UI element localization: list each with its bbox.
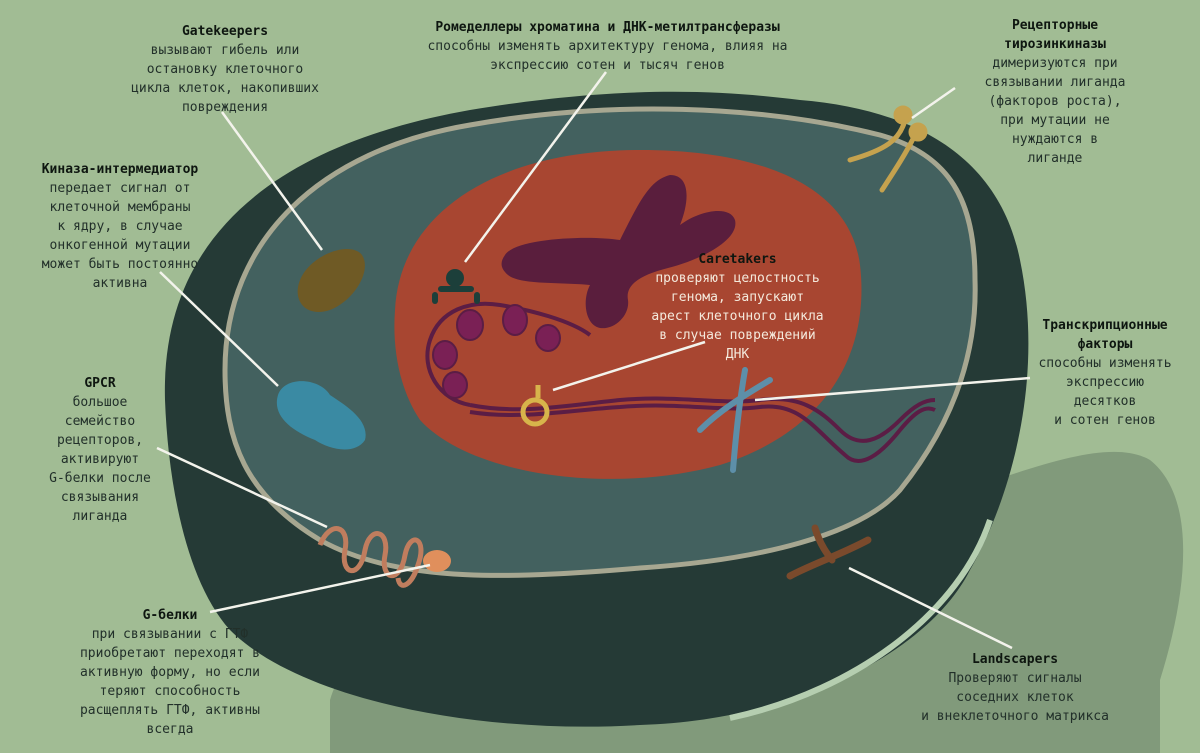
label-rtk: Рецепторные тирозинкиназы димеризуются п…	[945, 16, 1165, 168]
gpcr-receptor-icon	[317, 526, 424, 588]
kinase-intermediator-icon	[276, 381, 366, 450]
label-remodelers-title: Ромеделлеры хроматина и ДНК-метилтрансфе…	[435, 20, 780, 35]
label-tf-text: способны изменять экспрессию десятков и …	[1038, 356, 1172, 428]
label-gproteins-title: G-белки	[142, 608, 198, 623]
label-gatekeepers: Gatekeepers вызывают гибель или остановк…	[95, 22, 355, 117]
label-gproteins-text: при связывании с ГТФ приобретают переход…	[79, 627, 260, 737]
caretaker-protein-icon	[520, 385, 550, 427]
label-caretakers-text: проверяют целостность генома, запускают …	[651, 271, 824, 362]
landscaper-protein-icon	[786, 524, 872, 580]
label-kinase-title: Киназа-интермедиатор	[41, 162, 199, 177]
label-transcription-factors: Транскрипционные факторы способны изменя…	[1015, 316, 1195, 430]
label-landscapers-text: Проверяют сигналы соседних клеток и внек…	[921, 671, 1109, 724]
label-gatekeepers-text: вызывают гибель или остановку клеточного…	[131, 43, 319, 115]
cell-membrane-rim	[729, 519, 993, 721]
chromatin-remodeler-icon	[432, 269, 480, 304]
gatekeeper-protein-icon	[297, 249, 365, 312]
label-gatekeepers-title: Gatekeepers	[181, 24, 269, 39]
label-remodelers-text: способны изменять архитектуру генома, вл…	[427, 39, 788, 73]
label-kinase-text: передает сигнал от клеточной мембраны к …	[41, 181, 199, 291]
label-gpcr-title: GPCR	[84, 376, 116, 391]
label-gpcr: GPCR большое семейство рецепторов, актив…	[20, 374, 180, 526]
label-tf-title: Транскрипционные факторы	[1042, 318, 1168, 352]
label-rtk-text: димеризуются при связывании лиганда (фак…	[984, 56, 1126, 166]
leader-lines	[156, 71, 1031, 650]
receptor-tyrosine-kinase-icon	[847, 105, 928, 193]
transcription-factor-icon	[697, 367, 773, 473]
label-kinase: Киназа-интермедиатор передает сигнал от …	[10, 160, 230, 293]
label-caretakers: Caretakers проверяют целостность генома,…	[625, 250, 850, 364]
chromosome	[501, 175, 736, 329]
label-caretakers-title: Caretakers	[698, 252, 777, 267]
nucleosomes	[432, 304, 561, 399]
label-remodelers: Ромеделлеры хроматина и ДНК-метилтрансфе…	[380, 18, 835, 75]
label-landscapers-title: Landscapers	[971, 652, 1059, 667]
label-g-proteins: G-белки при связывании с ГТФ приобретают…	[40, 606, 300, 739]
g-protein-icon	[423, 550, 451, 572]
label-landscapers: Landscapers Проверяют сигналы соседних к…	[890, 650, 1140, 726]
label-rtk-title: Рецепторные тирозинкиназы	[1004, 18, 1106, 52]
label-gpcr-text: большое семейство рецепторов, активируют…	[49, 395, 151, 524]
